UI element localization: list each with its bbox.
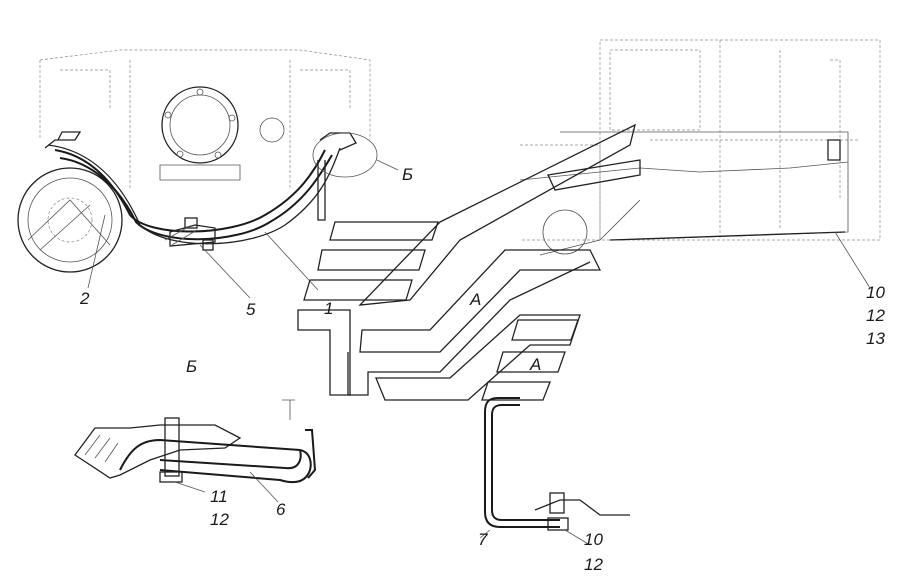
rear-frame-assembly	[519, 39, 881, 289]
front-axle-assembly	[17, 49, 399, 273]
pipe-1	[47, 144, 341, 245]
callout-1: 1	[324, 299, 333, 318]
callout-12-b: 12	[210, 510, 229, 529]
detail-view-b	[74, 399, 317, 503]
hub-cover	[161, 86, 239, 164]
callout-12-top: 12	[866, 306, 885, 325]
detail-b-circle	[312, 132, 378, 178]
pipe-7	[491, 404, 560, 521]
callout-6: 6	[276, 500, 286, 519]
leader-lines-left	[87, 214, 319, 299]
wheel	[17, 167, 123, 273]
pipe-2	[54, 149, 326, 233]
callout-7: 7	[478, 530, 488, 549]
callout-10-a: 10	[584, 530, 603, 549]
callout-2: 2	[79, 289, 90, 308]
clamp-bolt-b	[164, 417, 180, 477]
callout-12-a: 12	[584, 555, 603, 574]
view-title-a: А	[529, 355, 541, 374]
view-title-b: Б	[186, 357, 197, 376]
central-emblem	[297, 123, 636, 401]
detail-a-circle	[542, 209, 588, 255]
view-marker-b: Б	[402, 165, 413, 184]
detail-view-a	[479, 397, 630, 546]
callout-13: 13	[866, 329, 885, 348]
clamp-5	[169, 224, 216, 247]
callout-10-top: 10	[866, 283, 885, 302]
callout-11: 11	[210, 487, 228, 506]
view-marker-a: А	[469, 290, 481, 309]
callout-5: 5	[246, 300, 256, 319]
